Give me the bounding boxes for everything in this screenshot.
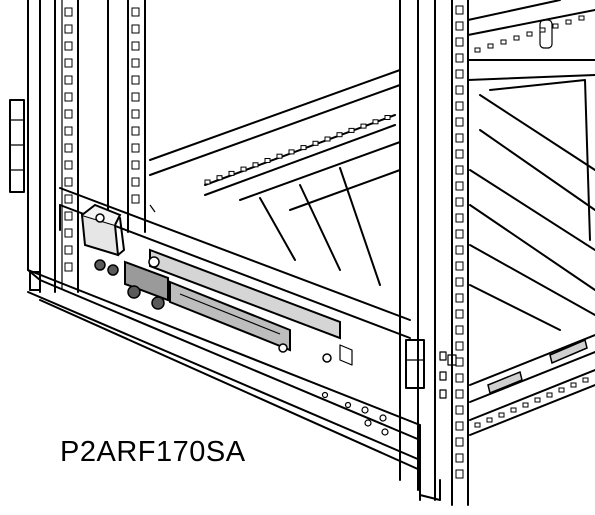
slide-rail-accessory [94,248,353,366]
right-upright [399,0,469,506]
left-hinge [9,99,25,193]
left-upright-holes [64,7,73,272]
rear-panels [239,141,401,286]
bottom-frame [27,269,441,501]
rear-right-structure [467,0,595,331]
bottom-right-rail [469,334,595,436]
rear-top-rail [149,69,401,196]
left-upright [27,0,79,293]
front-beam [59,187,411,339]
part-code-label: P2ARF170SA [60,436,246,468]
bottom-front-holes [321,391,389,436]
latch-block [80,203,125,257]
rear-left-upright [107,0,146,233]
